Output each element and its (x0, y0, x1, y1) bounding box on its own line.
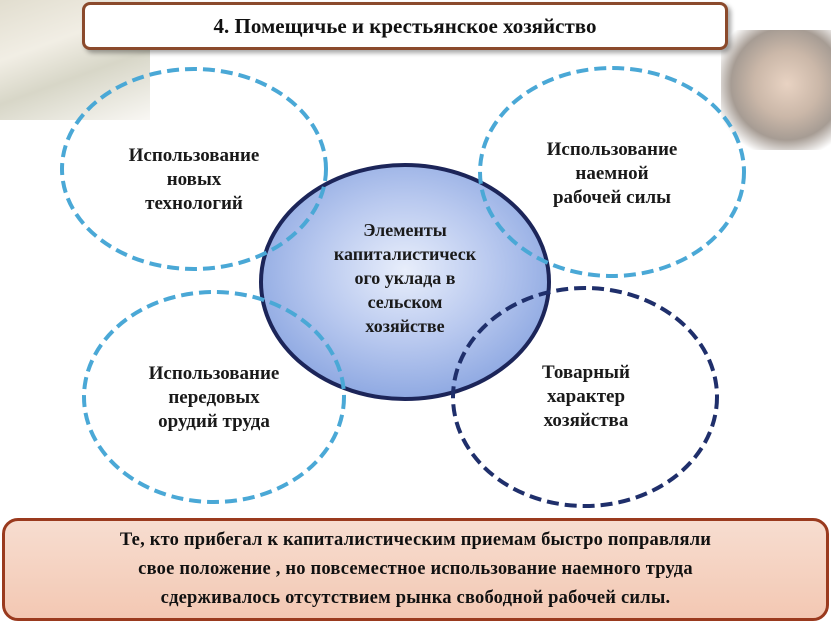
circle-top-left (60, 67, 328, 271)
node-label-bottom-left: Использование передовых орудий труда (124, 362, 304, 434)
title-box: 4. Помещичье и крестьянское хозяйство (82, 2, 728, 50)
node-line: орудий труда (158, 411, 270, 432)
background-portrait (721, 30, 831, 150)
circle-bottom-right (451, 286, 719, 508)
center-line: сельском (367, 292, 443, 312)
footer-note-text: Те, кто прибегал к капиталистическим при… (110, 526, 721, 613)
node-line: рабочей силы (552, 187, 672, 208)
center-line: Элементы (363, 220, 447, 240)
node-line: хозяйства (543, 410, 629, 431)
node-line: технологий (145, 193, 243, 214)
circle-bottom-left (82, 290, 346, 504)
center-circle (259, 163, 551, 401)
center-label: Элементы капиталистическ ого уклада в се… (305, 218, 505, 338)
node-line: наемной (575, 163, 649, 184)
page-title: 4. Помещичье и крестьянское хозяйство (213, 13, 597, 38)
node-line: Использование (128, 145, 260, 166)
circle-top-right (478, 66, 746, 278)
node-line: передовых (168, 387, 260, 408)
footer-line: сдерживалось отсутствием рынка свободной… (160, 588, 671, 608)
center-line: ого уклада в (354, 268, 456, 288)
node-label-bottom-right: Товарный характер хозяйства (496, 361, 676, 433)
node-label-top-left: Использование новых технологий (104, 144, 284, 216)
footer-line: Те, кто прибегал к капиталистическим при… (119, 530, 712, 550)
node-line: Использование (148, 363, 280, 384)
footer-line: свое положение , но повсеместное использ… (138, 559, 693, 579)
footer-note-box: Те, кто прибегал к капиталистическим при… (2, 518, 829, 621)
node-label-top-right: Использование наемной рабочей силы (522, 138, 702, 210)
node-line: Товарный (542, 362, 630, 383)
center-line: капиталистическ (333, 244, 477, 264)
center-line: хозяйстве (365, 316, 445, 336)
node-line: характер (546, 386, 626, 407)
node-line: Использование (546, 139, 678, 160)
node-line: новых (166, 169, 222, 190)
